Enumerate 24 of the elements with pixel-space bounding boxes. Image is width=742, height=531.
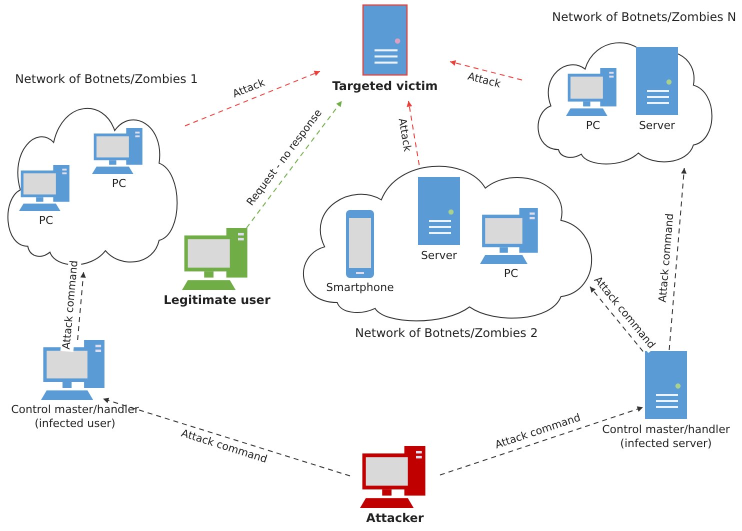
arrow [590,286,644,352]
node-label: Control master/handler (infected server) [601,423,731,451]
arrow [668,168,687,350]
node-label: Control master/handler (infected user) [10,403,140,431]
node-label: Server [638,119,676,133]
node-label: PC [112,177,126,191]
arrow [440,406,644,476]
group-heading: Network of Botnets/Zombies N [552,10,736,24]
arrow [246,100,342,228]
node-label: PC [586,119,600,133]
arrow [77,272,86,340]
node-label: Attacker [366,511,424,525]
node-label: Smartphone [326,281,394,295]
group-heading: Network of Botnets/Zombies 2 [355,326,538,340]
node-label: PC [504,267,518,281]
node-label: PC [38,214,54,228]
node-label: Server [420,249,458,263]
arrow [184,70,320,126]
node-label: Legitimate user [164,293,270,307]
group-heading: Network of Botnets/Zombies 1 [15,72,198,86]
arrow [450,60,522,80]
arrow [102,398,350,476]
arrow [406,100,420,166]
node-label: Targeted victim [332,79,438,93]
